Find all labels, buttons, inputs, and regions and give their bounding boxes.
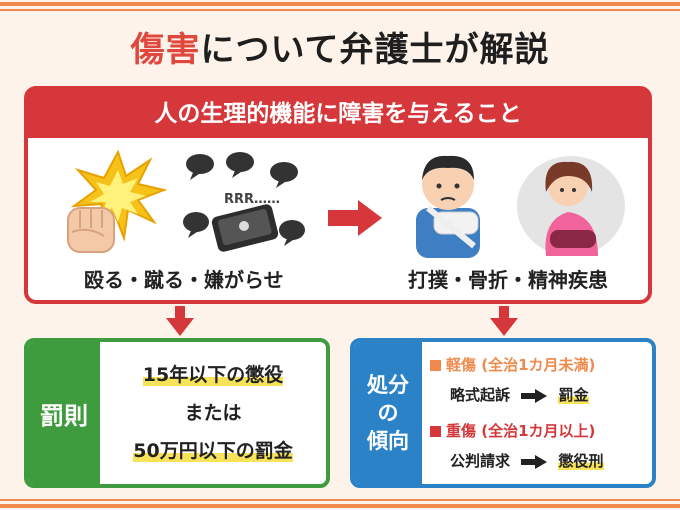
penalty-line-3: 50万円以下の罰金 (100, 436, 326, 463)
light-injury-heading-text: 軽傷 (全治1カ月未満) (446, 356, 596, 374)
light-injury-flow: 略式起訴 罰金 (450, 384, 589, 405)
down-arrow-right (490, 306, 518, 336)
definition-panel: 人の生理的機能に障害を与えること RRR…… (24, 86, 652, 304)
heavy-injury-heading-text: 重傷 (全治1カ月以上) (446, 422, 596, 440)
acts-caption: 殴る・蹴る・嫌がらせ (84, 268, 284, 292)
results-caption: 打撲・骨折・精神疾患 (408, 268, 608, 292)
heavy-from: 公判請求 (450, 452, 511, 470)
heavy-to: 懲役刑 (558, 452, 604, 470)
title-rest: について弁護士が解説 (200, 30, 550, 70)
punch-fist-icon (67, 149, 168, 253)
definition-banner: 人の生理的機能に障害を与えること (28, 90, 648, 138)
bottom-stripe (0, 499, 680, 501)
distressed-girl-icon (517, 156, 625, 256)
light-to: 罰金 (558, 386, 589, 404)
cause-to-result-arrow (328, 200, 382, 236)
right-arrow-icon (521, 388, 548, 403)
light-from: 略式起訴 (450, 386, 511, 404)
page-title: 傷害について弁護士が解説 (0, 22, 680, 71)
heavy-injury-flow: 公判請求 懲役刑 (450, 450, 604, 471)
penalty-line-3-text: 50万円以下の罰金 (133, 440, 293, 462)
down-arrow-left (166, 306, 194, 336)
penalty-line-2: または (100, 398, 326, 425)
title-highlight: 傷害 (130, 30, 201, 70)
tendency-label-line-2: の (377, 401, 399, 425)
disposition-tendency-panel: 処分 の 傾向 軽傷 (全治1カ月未満) 略式起訴 罰金 重傷 (全治1カ月以上… (350, 338, 656, 488)
penalty-line-1-text: 15年以下の懲役 (142, 364, 284, 386)
top-stripe (0, 2, 680, 6)
penalty-line-2-text: または (184, 402, 242, 424)
light-injury-square-icon (430, 360, 441, 371)
penalty-panel: 罰則 15年以下の懲役 または 50万円以下の罰金 (24, 338, 330, 488)
light-injury-heading: 軽傷 (全治1カ月未満) (430, 354, 595, 375)
penalty-label: 罰則 (28, 342, 100, 484)
right-arrow-icon (521, 454, 548, 469)
heavy-injury-square-icon (430, 426, 441, 437)
harassing-phone-icon (183, 152, 305, 252)
phone-ring-text: RRR…… (224, 192, 281, 207)
tendency-label: 処分 の 傾向 (354, 342, 422, 484)
bottom-stripe-2 (0, 504, 680, 508)
top-stripe-2 (0, 9, 680, 11)
injured-boy-icon (416, 155, 480, 258)
heavy-injury-heading: 重傷 (全治1カ月以上) (430, 420, 595, 441)
penalty-line-1: 15年以下の懲役 (100, 360, 326, 387)
tendency-label-line-1: 処分 (367, 373, 409, 397)
tendency-label-line-3: 傾向 (367, 429, 409, 453)
